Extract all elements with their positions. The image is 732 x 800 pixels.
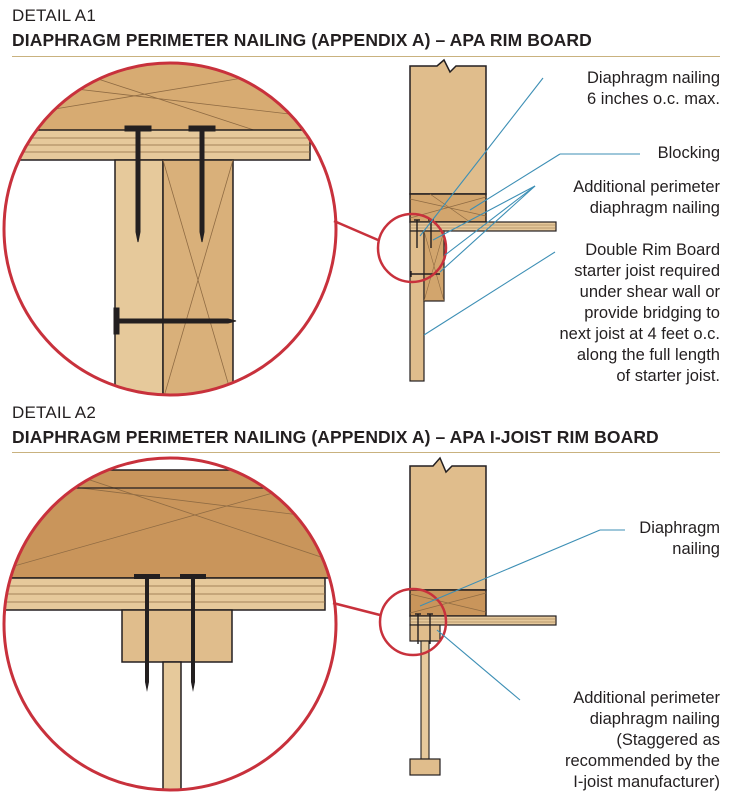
a1-rim-board: [409, 230, 425, 382]
a2-ijoist-web: [420, 640, 430, 760]
a2-small-circle: [378, 587, 448, 657]
a1-callout-blocking: Blocking: [657, 144, 720, 162]
a2-ijoist-bottom-flange: [409, 758, 441, 776]
a1-small-circle: [376, 212, 448, 284]
a1-callout-diaphragm-nailing: Diaphragm nailing 6 inches o.c. max.: [587, 69, 720, 108]
a2-small-nails: [415, 613, 433, 644]
a2-magnify-circle: [2, 456, 338, 792]
a2-callout-diaphragm-nailing: Diaphragm nailing: [639, 519, 720, 558]
detail-a1-label: DETAIL A1: [12, 6, 97, 25]
detail-a1-rule: [12, 56, 720, 57]
a1-big-nails: [113, 125, 237, 335]
a2-ijoist-top-flange: [409, 624, 441, 642]
a1-magnify-circle: [2, 61, 338, 397]
a1-big-blocking: [4, 63, 336, 133]
a2-big-ijoist-web: [162, 661, 182, 790]
detail-a2-title: DIAPHRAGM PERIMETER NAILING (APPENDIX A)…: [12, 427, 659, 447]
a2-big-ijoist-flange: [121, 609, 233, 663]
a2-magnify-connector: [332, 601, 381, 617]
a2-leaders: [419, 529, 625, 701]
a1-leaders: [419, 77, 640, 336]
a2-big-nails: [134, 574, 206, 692]
a1-magnify-connector: [333, 219, 379, 242]
a2-section: [409, 456, 557, 776]
a1-callout-additional-nailing: Additional perimeter diaphragm nailing: [573, 178, 720, 217]
a1-wall-stud: [409, 58, 487, 195]
a2-big-blocking: [4, 469, 336, 579]
a2-magnified-view: [4, 458, 336, 790]
a2-sheathing: [409, 615, 557, 626]
detail-a1-title: DIAPHRAGM PERIMETER NAILING (APPENDIX A)…: [12, 30, 592, 50]
a1-callout-double-rim: Double Rim Board starter joist required …: [559, 241, 720, 385]
a2-callout-additional-nailing: Additional perimeter diaphragm nailing (…: [564, 689, 720, 791]
detail-a2-label: DETAIL A2: [12, 403, 97, 422]
detail-a2-rule: [12, 452, 720, 453]
a2-wall-stud: [409, 456, 487, 591]
